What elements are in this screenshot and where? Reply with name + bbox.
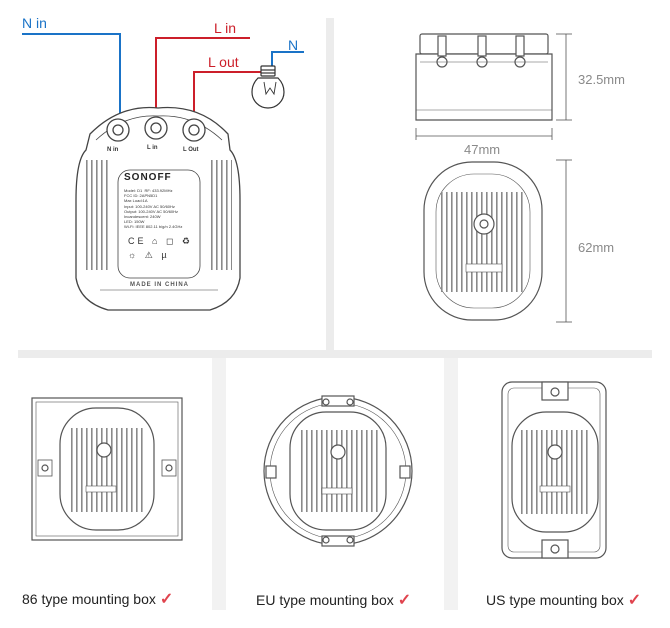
mounting-box-86 bbox=[31, 397, 183, 541]
certification-icons: CE ⌂ ◻ ♻ bbox=[128, 236, 193, 246]
spec-rf: RF: 433.92MHz bbox=[144, 188, 173, 193]
caption-eu-box: EU type mounting box✓ bbox=[256, 590, 411, 610]
n-in-label: N in bbox=[22, 15, 47, 31]
checkmark-icon: ✓ bbox=[627, 592, 642, 609]
l-in-label: L in bbox=[214, 20, 237, 36]
dimension-drawing bbox=[415, 33, 572, 323]
mounting-box-eu bbox=[263, 395, 413, 547]
spec-led: LED: 150W bbox=[124, 219, 145, 225]
neutral-in-wire bbox=[22, 33, 121, 122]
wiring-diagram bbox=[22, 33, 304, 311]
made-in-label: MADE IN CHINA bbox=[130, 282, 189, 288]
spec-incandescent: Incandescent: 240W bbox=[124, 214, 161, 220]
safety-icons: ☼ ⚠ µ bbox=[128, 250, 170, 260]
spec-output: Output: 100-240V AC 50/60Hz bbox=[124, 208, 179, 214]
n-load-label: N bbox=[288, 37, 299, 53]
divider-2 bbox=[444, 358, 458, 610]
neutral-load-wire bbox=[271, 51, 304, 66]
spec-model: Model: D1 bbox=[124, 188, 143, 193]
device-top-view bbox=[423, 161, 543, 321]
brand-logo: SONOFF bbox=[124, 172, 172, 183]
l-out-label: L out bbox=[208, 54, 239, 70]
device-side-view bbox=[415, 33, 553, 121]
dim-width-label: 47mm bbox=[464, 142, 501, 157]
caption-86-text: 86 type mounting box bbox=[22, 591, 156, 607]
dim-height-label: 32.5mm bbox=[578, 72, 625, 87]
divider-1 bbox=[212, 358, 226, 610]
checkmark-icon: ✓ bbox=[397, 592, 412, 609]
spec-wifi: Wi-Fi: IEEE 802.11 b/g/n 2.4GHz bbox=[124, 224, 183, 230]
checkmark-icon: ✓ bbox=[159, 591, 174, 608]
live-out-wire bbox=[193, 71, 262, 124]
caption-86-box: 86 type mounting box✓ bbox=[22, 589, 173, 609]
port-n-in-label: N in bbox=[107, 147, 119, 153]
caption-eu-text: EU type mounting box bbox=[256, 592, 394, 608]
port-l-out-label: L Out bbox=[183, 147, 199, 153]
dim-length-label: 62mm bbox=[578, 240, 615, 255]
caption-us-text: US type mounting box bbox=[486, 592, 624, 608]
spec-input: Input: 100-240V AC 50/60Hz bbox=[124, 203, 175, 209]
caption-us-box: US type mounting box✓ bbox=[486, 590, 641, 610]
port-l-in-label: L in bbox=[147, 145, 158, 151]
live-in-wire bbox=[155, 37, 250, 118]
spec-max-load: Max Load:1A bbox=[124, 198, 148, 204]
device-front-view bbox=[75, 106, 241, 311]
mounting-box-us bbox=[501, 381, 607, 559]
spec-block: Model: D1 RF: 433.92MHz FCC ID: 2APN5D1 … bbox=[124, 188, 182, 230]
spec-fcc: FCC ID: 2APN5D1 bbox=[124, 193, 158, 199]
vertical-divider bbox=[326, 18, 334, 356]
light-bulb-icon bbox=[251, 65, 285, 109]
horizontal-divider bbox=[18, 350, 652, 358]
